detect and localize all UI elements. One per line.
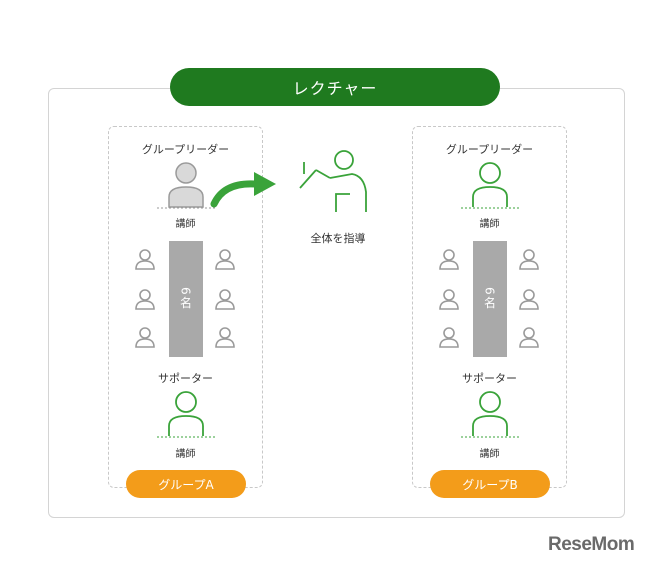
student-icon xyxy=(519,289,539,310)
student-icon xyxy=(439,327,459,348)
table-bar: 6名 xyxy=(169,241,203,357)
student-icon xyxy=(215,289,235,310)
group-b-pill: グループB xyxy=(430,470,550,498)
student-icon xyxy=(135,249,155,270)
instructor-pointing-icon xyxy=(299,150,367,212)
supporter-person-icon xyxy=(461,391,519,438)
student-icon xyxy=(519,249,539,270)
leader-person-icon xyxy=(461,162,519,209)
student-icon xyxy=(439,289,459,310)
lecture-title: レクチャー xyxy=(170,68,500,106)
teacher-label-bottom: 講師 xyxy=(479,449,500,460)
student-icon xyxy=(439,249,459,270)
leader-person-icon-gray xyxy=(157,162,215,209)
group-leader-label: グループリーダー xyxy=(445,143,534,156)
arrow-icon xyxy=(210,172,276,208)
teacher-label-top: 講師 xyxy=(479,219,500,230)
group-leader-label: グループリーダー xyxy=(141,143,230,156)
teacher-label-bottom: 講師 xyxy=(175,449,196,460)
table-bar: 6名 xyxy=(473,241,507,357)
supporter-person-icon xyxy=(157,391,215,438)
supporter-label: サポーター xyxy=(462,372,517,385)
student-icon xyxy=(215,327,235,348)
student-icon xyxy=(519,327,539,348)
center-caption: 全体を指導 xyxy=(310,232,366,245)
student-icon xyxy=(135,327,155,348)
supporter-label: サポーター xyxy=(158,372,213,385)
group-b-area: グループリーダー 講師 6名 サポーター 講師 xyxy=(412,126,567,488)
resemom-logo: ReseMom xyxy=(548,534,635,555)
teacher-label-top: 講師 xyxy=(175,219,196,230)
student-icon xyxy=(215,249,235,270)
group-a-area: グループリーダー 講師 6名 サポーター 講師 xyxy=(108,126,263,488)
group-a-pill: グループA xyxy=(126,470,246,498)
student-icon xyxy=(135,289,155,310)
